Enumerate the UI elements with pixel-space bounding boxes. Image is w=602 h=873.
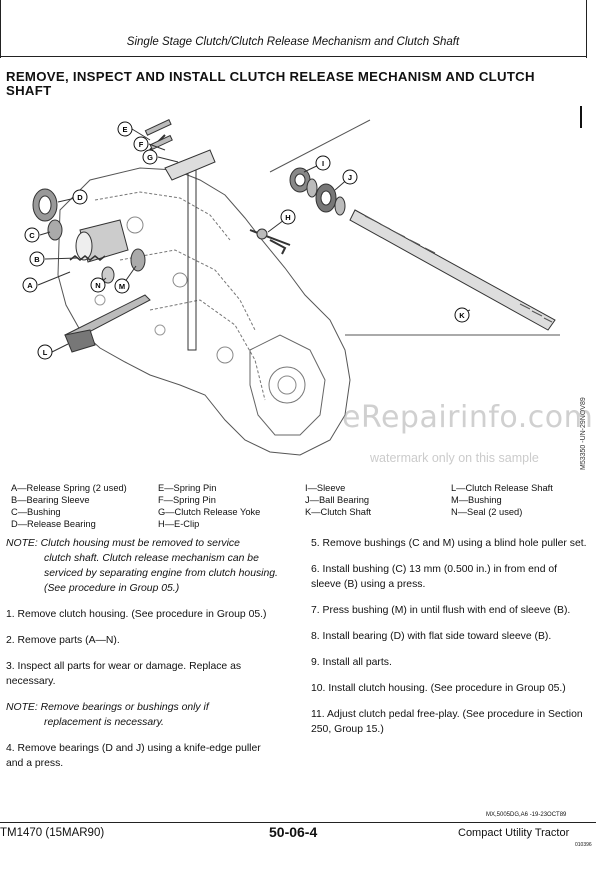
step-5: 5. Remove bushings (C and M) using a bli… bbox=[311, 538, 587, 549]
note-clutch-housing: NOTE: Clutch housing must be removed to … bbox=[6, 538, 278, 594]
legend-item: G—Clutch Release Yoke bbox=[158, 507, 261, 517]
callout-f: F bbox=[133, 136, 149, 152]
callout-j: J bbox=[342, 169, 358, 185]
callout-c: C bbox=[24, 227, 40, 243]
callout-f-label: F bbox=[139, 140, 144, 149]
callout-k-label: K bbox=[459, 311, 465, 320]
legend-column-1: A—Release Spring (2 used) B—Bearing Slee… bbox=[11, 482, 127, 530]
legend-column-4: L—Clutch Release Shaft M—Bushing N—Seal … bbox=[451, 482, 553, 518]
step-11: 11. Adjust clutch pedal free-play. (See … bbox=[311, 709, 583, 735]
note-bearings: NOTE: Remove bearings or bushings only i… bbox=[6, 702, 209, 728]
callout-m-label: M bbox=[119, 282, 125, 291]
callout-e: E bbox=[117, 121, 133, 137]
legend-item: A—Release Spring (2 used) bbox=[11, 483, 127, 493]
legend-item: F—Spring Pin bbox=[158, 495, 216, 505]
step-1: 1. Remove clutch housing. (See procedure… bbox=[6, 609, 267, 620]
legend-item: D—Release Bearing bbox=[11, 519, 96, 529]
callout-a: A bbox=[22, 277, 38, 293]
callout-n-label: N bbox=[95, 281, 100, 290]
callout-h: H bbox=[280, 209, 296, 225]
step-2: 2. Remove parts (A—N). bbox=[6, 635, 120, 646]
legend-column-2: E—Spring Pin F—Spring Pin G—Clutch Relea… bbox=[158, 482, 260, 530]
callout-n: N bbox=[90, 277, 106, 293]
reference-code: MX,5005DG,A6 -19-23OCT89 bbox=[486, 812, 567, 818]
callout-k: K bbox=[454, 307, 470, 323]
legend-item: M—Bushing bbox=[451, 495, 502, 505]
legend-item: H—E-Clip bbox=[158, 519, 200, 529]
legend-item: L—Clutch Release Shaft bbox=[451, 483, 553, 493]
step-6: 6. Install bushing (C) 13 mm (0.500 in.)… bbox=[311, 564, 558, 590]
header-divider bbox=[0, 56, 586, 57]
revision-mark bbox=[580, 106, 582, 128]
step-3: 3. Inspect all parts for wear or damage.… bbox=[6, 661, 242, 687]
legend-item: J—Ball Bearing bbox=[305, 495, 370, 505]
legend-item: I—Sleeve bbox=[305, 483, 346, 493]
watermark-note: watermark only on this sample bbox=[370, 451, 539, 465]
legend-item: E—Spring Pin bbox=[158, 483, 217, 493]
step-10: 10. Install clutch housing. (See procedu… bbox=[311, 683, 566, 694]
callout-a-label: A bbox=[27, 281, 33, 290]
right-frame-rule bbox=[586, 0, 587, 58]
step-9: 9. Install all parts. bbox=[311, 657, 392, 668]
legend-item: N—Seal (2 used) bbox=[451, 507, 523, 517]
callout-i: I bbox=[315, 155, 331, 171]
callout-b-label: B bbox=[34, 255, 40, 264]
footer-manual-id: TM1470 (15MAR90) bbox=[0, 827, 105, 839]
footer-page-number: 50-06-4 bbox=[269, 824, 318, 840]
callout-l-label: L bbox=[43, 348, 48, 357]
callout-m: M bbox=[114, 278, 130, 294]
step-4: 4. Remove bearings (D and J) using a kni… bbox=[6, 743, 261, 769]
exploded-view-illustration: E F G D C B A I J H N M K L bbox=[22, 119, 560, 456]
legend-item: K—Clutch Shaft bbox=[305, 507, 372, 517]
callout-d-label: D bbox=[77, 193, 83, 202]
step-7: 7. Press bushing (M) in until flush with… bbox=[311, 605, 571, 616]
callout-b: B bbox=[29, 251, 45, 267]
page-header-title: Single Stage Clutch/Clutch Release Mecha… bbox=[126, 36, 460, 48]
procedure-left-column: NOTE: Clutch housing must be removed to … bbox=[6, 536, 280, 782]
callout-c-label: C bbox=[29, 231, 35, 240]
watermark-site: eRepairinfo.com bbox=[342, 400, 594, 435]
callout-e-label: E bbox=[122, 125, 127, 134]
callout-h-label: H bbox=[285, 213, 290, 222]
callout-j-label: J bbox=[348, 173, 352, 182]
legend-item: B—Bearing Sleeve bbox=[11, 495, 90, 505]
footer-product-name: Compact Utility Tractor bbox=[458, 827, 570, 839]
callout-g: G bbox=[142, 149, 158, 165]
legend-item: C—Bushing bbox=[11, 507, 61, 517]
section-title: REMOVE, INSPECT AND INSTALL CLUTCH RELEA… bbox=[6, 69, 535, 98]
procedure-right-column: 5. Remove bushings (C and M) using a bli… bbox=[311, 536, 587, 748]
left-frame-rule bbox=[0, 0, 1, 58]
footer-code: 010396 bbox=[575, 842, 592, 848]
step-8: 8. Install bearing (D) with flat side to… bbox=[311, 631, 552, 642]
callout-g-label: G bbox=[147, 153, 153, 162]
callout-d: D bbox=[72, 189, 88, 205]
callout-i-label: I bbox=[322, 159, 324, 168]
legend-column-3: I—Sleeve J—Ball Bearing K—Clutch Shaft bbox=[305, 482, 371, 518]
footer-divider bbox=[0, 822, 596, 823]
callout-l: L bbox=[37, 344, 53, 360]
